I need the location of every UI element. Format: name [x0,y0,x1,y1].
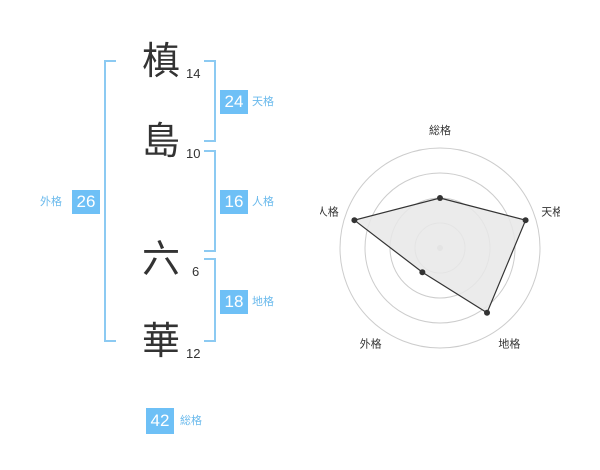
soukaku-label: 総格 [180,414,202,427]
radar-axis-label-2: 天格 [541,205,560,219]
radar-point-3 [484,309,491,316]
radar-point-5 [351,217,358,224]
gaikaku-value: 26 [72,190,100,214]
tenkaku-label: 天格 [252,95,274,108]
radar-grid-ring [339,147,541,349]
stroke-count-3: 6 [192,264,200,279]
radar-point-4 [419,269,426,276]
chikaku-label: 地格 [252,295,274,308]
gaikaku-bracket [104,60,116,342]
stroke-count-4: 12 [186,346,201,361]
chikaku-value: 18 [220,290,248,314]
radar-axis-label-3: 地格 [498,336,520,350]
gaikaku-label: 外格 [40,195,62,208]
radar-grid-ring [364,172,516,324]
tenkaku-value: 24 [220,90,248,114]
soukaku-value: 42 [146,408,174,434]
jinkaku-label: 人格 [252,195,274,208]
radar-point-1 [437,195,443,201]
stroke-count-1: 14 [186,66,201,81]
chikaku-bracket [204,258,216,342]
name-char-2: 島 [141,119,180,163]
radar-series-area [353,197,527,314]
name-char-3: 六 [141,237,180,281]
name-char-1: 槙 [141,39,180,83]
name-char-4: 華 [141,319,180,363]
radar-point-2 [522,217,529,224]
stroke-count-2: 10 [186,146,201,161]
jinkaku-bracket [204,150,216,252]
radar-axis-label-4: 外格 [360,336,382,350]
radar-axis-label-5: 人格 [320,205,339,219]
jinkaku-value: 16 [220,190,248,214]
tenkaku-bracket [204,60,216,142]
radar-axis-label-1: 総格 [429,123,451,137]
